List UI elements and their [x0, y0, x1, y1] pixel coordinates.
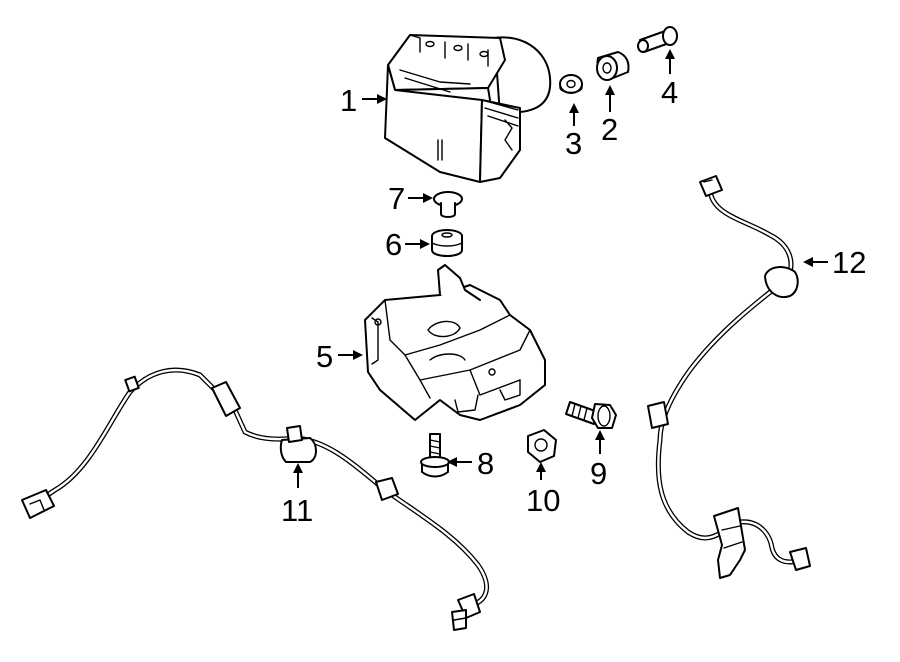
callout-5: 5 [316, 339, 363, 374]
callout-4-label: 4 [661, 75, 678, 110]
callout-11: 11 [281, 463, 313, 528]
washer-nut[interactable] [559, 74, 583, 94]
callout-9-label: 9 [590, 456, 607, 491]
stud-bolt[interactable] [420, 433, 450, 478]
callout-5-label: 5 [316, 339, 333, 374]
rubber-insulator[interactable] [431, 229, 463, 257]
callout-3: 3 [565, 103, 582, 161]
rear-wheel-speed-sensor[interactable] [647, 175, 811, 579]
callout-10: 10 [526, 462, 560, 518]
callout-4: 4 [661, 49, 678, 110]
callout-8: 8 [447, 446, 494, 481]
abs-modulator-unit[interactable] [384, 34, 552, 183]
callout-2: 2 [601, 85, 618, 147]
bolt-upper-mount[interactable] [433, 191, 463, 218]
hex-nut[interactable] [527, 429, 557, 463]
callout-7: 7 [388, 181, 433, 216]
callout-7-label: 7 [388, 181, 405, 216]
callout-10-label: 10 [526, 483, 560, 518]
callout-3-label: 3 [565, 126, 582, 161]
callout-12-label: 12 [832, 245, 866, 280]
callout-11-label: 11 [281, 493, 313, 528]
callout-9: 9 [590, 430, 607, 491]
callout-12: 12 [803, 245, 866, 280]
callout-6-label: 6 [385, 227, 402, 262]
callout-8-label: 8 [477, 446, 494, 481]
callout-6: 6 [385, 227, 430, 262]
callout-1-label: 1 [340, 83, 357, 118]
callout-2-label: 2 [601, 112, 618, 147]
front-wheel-speed-sensor[interactable] [21, 367, 489, 631]
mounting-bracket[interactable] [364, 264, 546, 421]
flange-bolt[interactable] [565, 401, 617, 429]
callout-1: 1 [340, 83, 387, 118]
grommet-top[interactable] [596, 51, 630, 81]
mounting-bolt-top[interactable] [637, 26, 678, 53]
